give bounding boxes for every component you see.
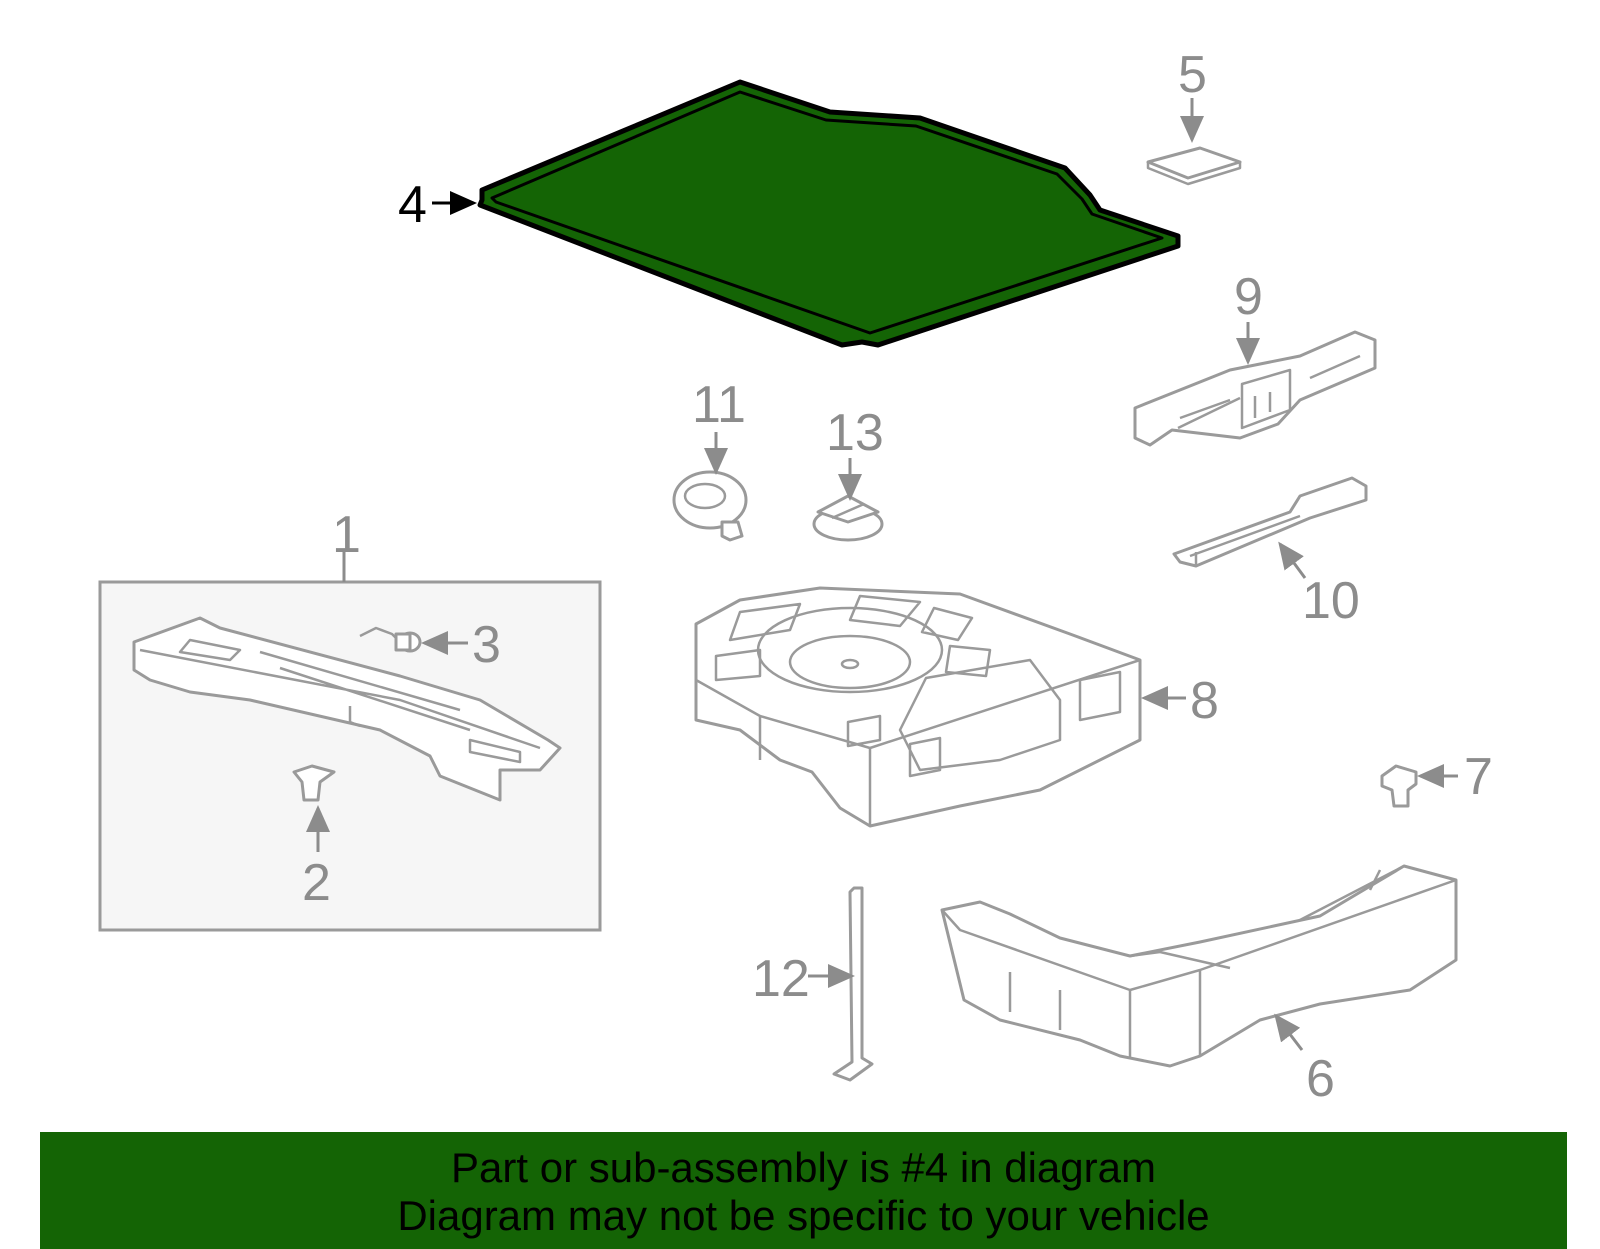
banner-line-part-number: Part or sub-assembly is #4 in diagram — [451, 1144, 1156, 1191]
part-1-rear-panel[interactable] — [132, 616, 562, 802]
callout-1: 1 — [332, 506, 361, 564]
callout-4: 4 — [398, 176, 427, 234]
callout-2: 2 — [302, 854, 331, 912]
part-5-pad[interactable] — [1146, 146, 1242, 186]
callout-12: 12 — [752, 950, 810, 1008]
banner-line-disclaimer: Diagram may not be specific to your vehi… — [397, 1192, 1210, 1239]
part-8-foam-tray[interactable] — [694, 586, 1142, 828]
part-6-storage-tray[interactable] — [940, 864, 1458, 1068]
part-4-floor-panel[interactable] — [477, 79, 1181, 348]
part-3-fastener[interactable] — [359, 626, 422, 653]
part-9-jack[interactable] — [1133, 330, 1377, 447]
callout-11: 11 — [692, 376, 746, 434]
callout-10: 10 — [1302, 572, 1360, 630]
part-12-strap[interactable] — [832, 886, 874, 1082]
part-2-clip[interactable] — [292, 764, 336, 802]
callout-9: 9 — [1234, 268, 1263, 326]
info-banner: Part or sub-assembly is #4 in diagram Di… — [40, 1132, 1567, 1249]
callout-13: 13 — [826, 404, 884, 462]
callout-5: 5 — [1178, 46, 1207, 104]
callout-6: 6 — [1306, 1050, 1335, 1108]
callout-8: 8 — [1190, 672, 1219, 730]
callout-7: 7 — [1464, 748, 1493, 806]
part-11-clip[interactable] — [672, 470, 748, 542]
callout-3: 3 — [472, 616, 501, 674]
part-13-nut[interactable] — [812, 494, 884, 542]
part-7-push-pin[interactable] — [1380, 764, 1418, 808]
part-10-wrench[interactable] — [1172, 476, 1368, 568]
